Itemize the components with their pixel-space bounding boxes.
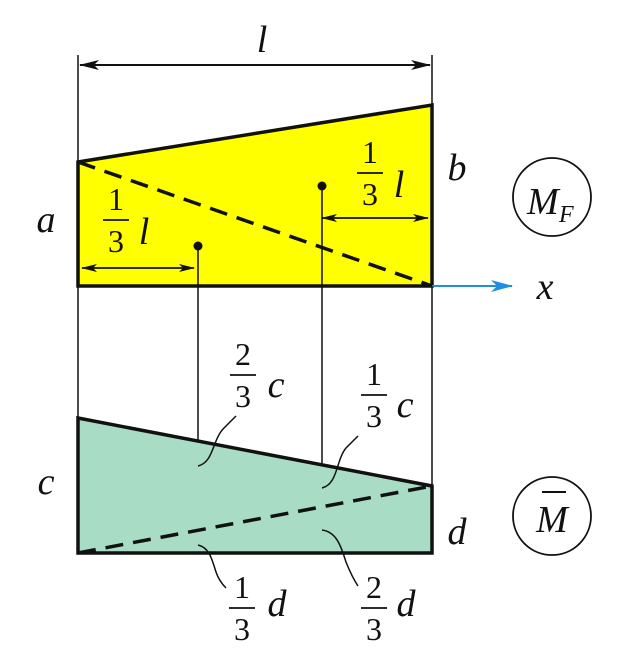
td-leader [321,529,359,587]
right-frac-num: 1 [362,134,378,170]
tc-var: c [268,364,285,406]
td-den: 3 [366,611,382,647]
mbar-badge: M [512,476,592,556]
mf-trapezoid [76,102,434,288]
mbar-trapezoid [76,415,434,555]
left-third-dimension: 1 3 l [81,181,195,272]
length-label: l [257,19,268,61]
oc-num: 1 [366,356,382,392]
oc-den: 3 [366,398,382,434]
td-var: d [397,583,417,625]
mf-main-letter: M [526,181,561,223]
label-c: c [38,461,55,503]
left-frac-den: 3 [108,223,124,259]
two-thirds-c-label: 2 3 c [197,336,285,467]
od-den: 3 [234,611,250,647]
left-frac-var: l [139,211,150,253]
tc-den: 3 [235,378,251,414]
oc-leader [321,435,359,489]
label-b: b [448,147,467,189]
od-num: 1 [234,569,250,605]
tc-leader [197,415,237,467]
label-d: d [448,511,468,553]
tc-num: 2 [235,336,251,372]
label-a: a [37,199,56,241]
mf-diagonal-dashed [77,160,433,288]
two-thirds-d-label: 2 3 d [321,529,417,647]
right-third-dimension: 1 3 l [321,134,429,222]
mbar-letter: M [535,499,570,541]
od-leader [197,544,227,589]
mbar-diagonal-dashed [77,484,433,555]
mf-circle [512,157,592,237]
one-third-d-label: 1 3 d [197,544,288,647]
one-third-c-label: 1 3 c [321,356,414,489]
od-var: d [268,583,288,625]
mf-badge: M F [512,157,592,237]
x-axis-label: x [536,266,554,308]
td-num: 2 [366,569,382,605]
right-frac-den: 3 [362,176,378,212]
right-frac-var: l [394,164,405,206]
mf-subscript: F [558,202,574,228]
oc-var: c [397,384,414,426]
left-frac-num: 1 [108,181,124,217]
mbar-circle [512,476,592,556]
